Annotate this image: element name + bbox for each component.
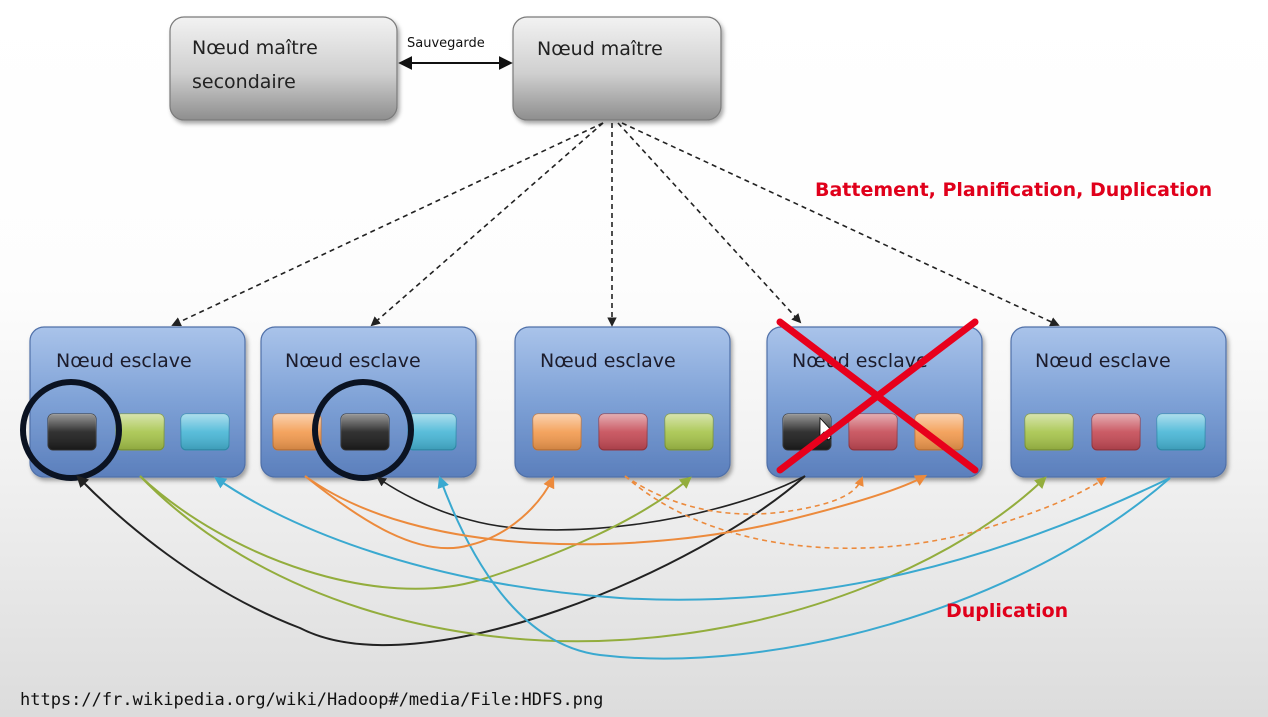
secondary-master-label-line2: secondaire (192, 71, 296, 93)
slave-node-2-label: Nœud esclave (285, 350, 421, 372)
backup-label: Sauvegarde (407, 36, 485, 51)
secondary-master-label-line1: Nœud maître (192, 37, 318, 59)
replication-annotation: Duplication (946, 600, 1068, 622)
slave-node-2: Nœud esclave (260, 326, 477, 478)
primary-master-label: Nœud maître (537, 38, 663, 60)
replication-black-node4-to-node1 (76, 475, 806, 647)
node-3-blocks (532, 413, 714, 451)
slave-node-4-label: Nœud esclave (792, 350, 928, 372)
replication-orange-node2-to-node4 (304, 474, 928, 546)
rereplication-orange-1 (624, 475, 864, 515)
replication-cyan-node5-to-node2 (437, 475, 1171, 660)
highlight-circle-node-2 (312, 379, 414, 481)
replication-green-node1-to-node3 (139, 475, 692, 590)
rereplication-orange-2 (624, 475, 1107, 549)
control-annotation: Battement, Planification, Duplication (815, 179, 1212, 201)
node-2-blocks (272, 413, 457, 451)
slave-node-3: Nœud esclave (514, 326, 731, 478)
replication-links (76, 474, 1171, 660)
control-link-5 (621, 122, 1060, 327)
replication-cyan-node5-to-node1 (214, 476, 1171, 601)
control-link-4 (617, 122, 802, 324)
secondary-master-node: Nœud maître secondaire (169, 16, 398, 121)
control-link-2 (370, 122, 604, 327)
source-url: https://fr.wikipedia.org/wiki/Hadoop#/me… (20, 690, 604, 710)
replication-black-node4-to-node2 (376, 475, 806, 531)
control-link-1 (171, 122, 604, 327)
control-links (171, 122, 1060, 327)
slave-node-5-label: Nœud esclave (1035, 350, 1171, 372)
primary-master-node: Nœud maître (512, 16, 722, 121)
slave-node-5: Nœud esclave (1010, 326, 1227, 478)
replication-orange-node2-to-node3 (304, 475, 555, 550)
slave-node-1-label: Nœud esclave (56, 350, 192, 372)
slave-node-1: Nœud esclave (29, 326, 246, 478)
node-5-blocks (1024, 413, 1206, 451)
slave-node-3-label: Nœud esclave (540, 350, 676, 372)
highlight-circle-node-1 (20, 379, 122, 481)
node-1-blocks (47, 413, 230, 451)
backup-link: Sauvegarde (398, 36, 513, 70)
node-4-blocks (782, 413, 964, 451)
replication-green-node1-to-node5 (139, 475, 1047, 643)
failure-cross-icon (776, 318, 979, 474)
